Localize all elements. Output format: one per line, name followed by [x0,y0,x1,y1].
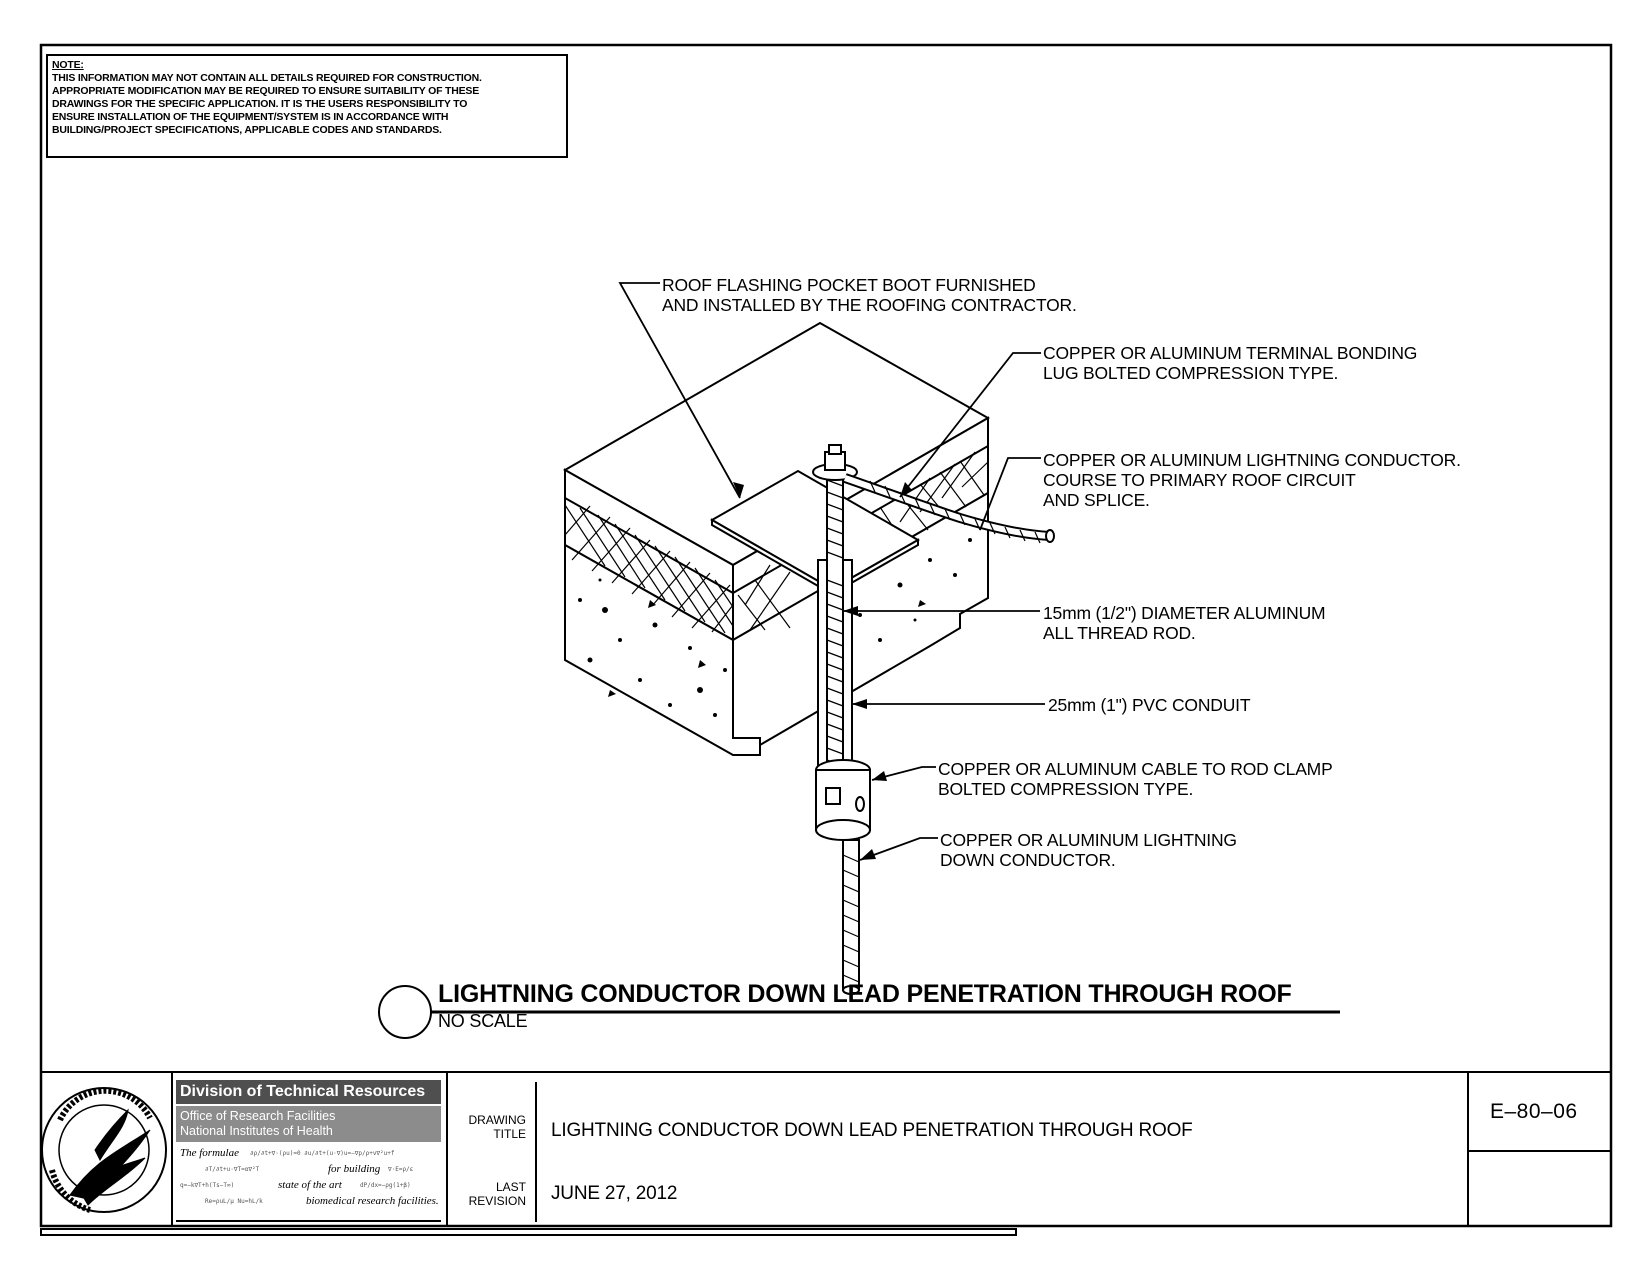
note-line: BUILDING/PROJECT SPECIFICATIONS, APPLICA… [52,124,442,136]
cable-strands [869,480,1041,544]
detail-title: LIGHTNING CONDUCTOR DOWN LEAD PENETRATIO… [438,980,1292,1008]
down-conductor-strands [842,854,860,983]
leader-lines [618,282,1045,861]
org-sub-line-2: National Institutes of Health [180,1124,333,1138]
formula-squiggle: dP/dx=−ρg(1+β) [360,1182,411,1189]
org-sub-line-1: Office of Research Facilities [180,1109,336,1123]
leader-down [859,837,938,861]
leader-flashing [618,282,741,499]
leader-conductor [979,457,1041,531]
callout-down: COPPER OR ALUMINUM LIGHTNING DOWN CONDUC… [940,830,1237,870]
formula-squiggle: Re=ρuL/μ Nu=hL/k [205,1198,263,1205]
note-line: APPROPRIATE MODIFICATION MAY BE REQUIRED… [52,85,480,97]
detail-bubble [378,985,432,1039]
formula-squiggle: ∂ρ/∂t+∇·(ρu)=0 ∂u/∂t+(u·∇)u=−∇p/ρ+ν∇²u+f [250,1150,395,1157]
rod-clamp [815,759,871,841]
drawing-title-label: DRAWING TITLE [468,1113,526,1141]
note-box: NOTE: THIS INFORMATION MAY NOT CONTAIN A… [46,54,568,158]
org-subtitle: Office of Research Facilities National I… [176,1106,441,1142]
drawing-title-value: LIGHTNING CONDUCTOR DOWN LEAD PENETRATIO… [551,1120,1193,1141]
roof-conductor-cable [843,473,1055,543]
formula-squiggle: ∂T/∂t+u·∇T=α∇²T [205,1166,260,1173]
note-line: DRAWINGS FOR THE SPECIFIC APPLICATION. I… [52,98,468,110]
tagline-3: state of the art [278,1179,342,1191]
drawing-number: E–80–06 [1490,1100,1578,1123]
leader-lug [899,352,1041,498]
note-line: THIS INFORMATION MAY NOT CONTAIN ALL DET… [52,72,482,84]
last-revision-value: JUNE 27, 2012 [551,1183,678,1204]
callout-conduit: 25mm (1") PVC CONDUIT [1048,695,1251,715]
callout-flashing: ROOF FLASHING POCKET BOOT FURNISHED AND … [662,275,1077,315]
tagline-1: The formulae [180,1147,239,1159]
callout-conductor: COPPER OR ALUMINUM LIGHTNING CONDUCTOR. … [1043,450,1461,510]
hhs-seal-logo [41,1087,167,1213]
insulation-hatch-left [564,504,734,634]
sheet-bottom-bar [40,1228,1017,1236]
callout-rod: 15mm (1/2") DIAMETER ALUMINUM ALL THREAD… [1043,603,1326,643]
detail-scale: NO SCALE [438,1011,528,1031]
org-name: Division of Technical Resources [176,1080,441,1104]
last-revision-label: LAST REVISION [468,1180,526,1208]
rod-threads [826,479,844,767]
sheet-border [39,43,1613,1228]
concrete-aggregate [578,538,972,717]
down-conductor [842,839,860,995]
callout-clamp: COPPER OR ALUMINUM CABLE TO ROD CLAMP BO… [938,759,1333,799]
tagline-2: for building [328,1163,381,1175]
tagline-4: biomedical research facilities. [306,1195,439,1207]
note-heading: NOTE: [52,59,84,71]
callout-lug: COPPER OR ALUMINUM TERMINAL BONDING LUG … [1043,343,1418,383]
note-line: ENSURE INSTALLATION OF THE EQUIPMENT/SYS… [52,111,449,123]
leader-clamp [871,766,936,781]
formula-squiggle: q=−k∇T+h(Ts−T∞) [180,1182,235,1189]
formula-squiggle: ∇·E=ρ/ε [388,1166,414,1173]
title-block-grid [171,1072,1611,1226]
leader-arrows [733,482,912,860]
